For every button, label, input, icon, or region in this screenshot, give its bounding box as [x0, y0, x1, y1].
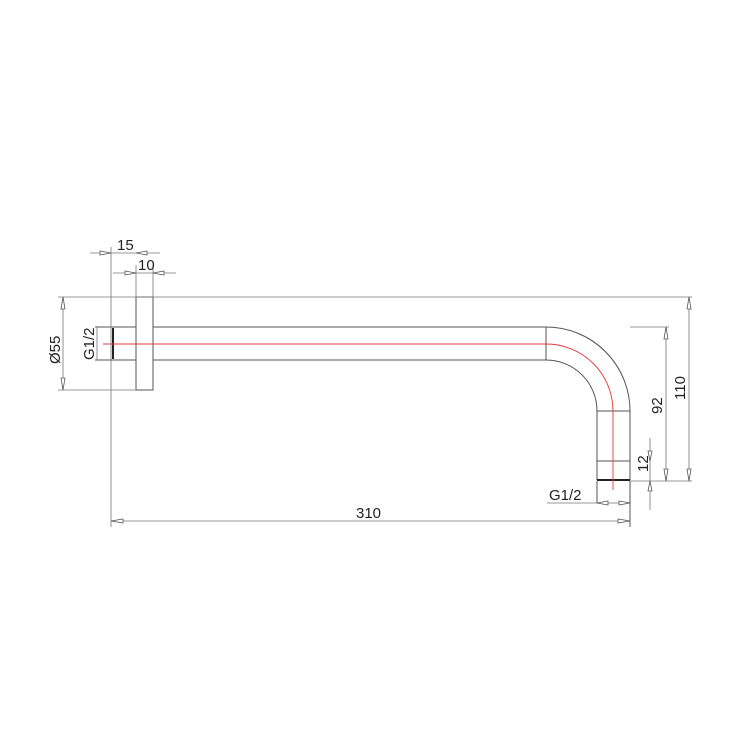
dim-310-label: 310 [356, 505, 381, 522]
dimension-92: 92 [649, 326, 669, 482]
dimension-15: 15 [90, 237, 160, 256]
outlet-thread-label: G1/2 [549, 487, 582, 504]
dimension-outlet-thread: G1/2 [547, 487, 631, 506]
dim-15-label: 15 [117, 237, 134, 254]
dim-12-label: 12 [635, 455, 652, 472]
dimension-wall-thread: G1/2 [81, 327, 98, 360]
dimension-12: 12 [635, 438, 653, 510]
wall-thread [95, 326, 136, 361]
dimension-diameter-55: Ø55 [47, 296, 66, 391]
dimension-110: 110 [672, 296, 692, 482]
extension-lines [58, 247, 692, 527]
dim-92-label: 92 [649, 397, 666, 414]
pipe-bend [545, 326, 631, 412]
pipe-drop [596, 411, 631, 527]
dimension-10: 10 [113, 257, 176, 276]
wall-thread-label: G1/2 [81, 327, 98, 360]
dimension-310: 310 [110, 505, 631, 524]
dim-diameter-label: Ø55 [47, 336, 64, 364]
wall-flange [135, 296, 154, 391]
pipe-straight [153, 326, 547, 361]
dim-10-label: 10 [138, 257, 155, 274]
dim-110-label: 110 [672, 376, 689, 400]
centerline [103, 343, 614, 490]
